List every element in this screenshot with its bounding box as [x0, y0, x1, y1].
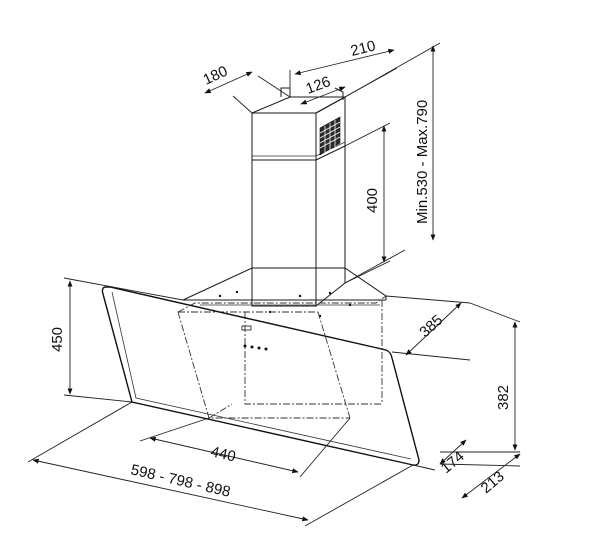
- hood-top-plate: [182, 267, 387, 318]
- dim-hood-side-height: 382: [440, 302, 521, 453]
- dim-glass-depth: 174: [412, 439, 468, 477]
- dim-vent-width: 126: [300, 73, 346, 105]
- label-height-range: Min.530 - Max.790: [414, 100, 431, 224]
- dim-duct-fixed-height: 400: [344, 122, 391, 284]
- dim-hood-depth-top: 385: [385, 295, 471, 361]
- label-382: 382: [495, 385, 512, 410]
- label-126: 126: [304, 73, 333, 98]
- dim-hood-height: 450: [49, 277, 184, 403]
- label-213: 213: [478, 468, 508, 497]
- control-panel: [241, 325, 268, 351]
- dim-width-options: 598 - 798 - 898: [27, 401, 414, 527]
- vent-grille: [319, 116, 341, 156]
- dim-duct-depth: 180: [201, 63, 291, 114]
- glass-panel: [101, 286, 420, 466]
- hidden-body-outline: [177, 295, 387, 419]
- label-180: 180: [201, 63, 231, 89]
- dim-duct-height-range: Min.530 - Max.790: [344, 42, 441, 284]
- label-210: 210: [349, 37, 377, 60]
- label-450: 450: [49, 327, 66, 352]
- chimney-duct: [251, 87, 346, 308]
- label-width-options: 598 - 798 - 898: [129, 461, 232, 500]
- label-385: 385: [416, 312, 446, 341]
- label-400: 400: [364, 188, 381, 213]
- label-440: 440: [209, 443, 237, 465]
